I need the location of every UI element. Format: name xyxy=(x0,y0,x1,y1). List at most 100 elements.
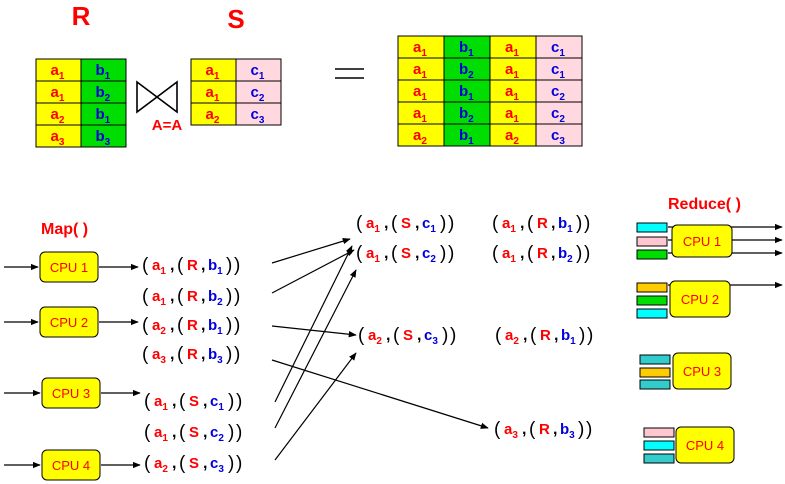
pair-key: a1 xyxy=(366,245,380,265)
paren: ( xyxy=(177,344,184,365)
join-result-cell-value: c2 xyxy=(551,105,565,125)
paren: ) xyxy=(440,213,446,234)
join-result-cell-value: c2 xyxy=(551,83,565,103)
join-result-cell-value: b1 xyxy=(459,127,474,147)
comma: , xyxy=(551,215,555,232)
paren: ) xyxy=(450,325,456,346)
pair-relation: S xyxy=(403,327,413,344)
join-result-cell-value: a2 xyxy=(413,127,427,147)
paren: ) xyxy=(226,286,232,307)
paren: ( xyxy=(179,391,186,412)
dataflow-arrows xyxy=(4,223,783,469)
pair-value: b1 xyxy=(208,317,223,337)
shuffle-arrow xyxy=(271,325,357,338)
pair-key: a3 xyxy=(504,421,518,441)
map-cpu-label: CPU 1 xyxy=(50,260,88,275)
paren: ) xyxy=(234,286,240,307)
paren: ( xyxy=(144,422,151,443)
reduce-cpu-label: CPU 3 xyxy=(683,364,721,379)
relation-s-cell-value: c2 xyxy=(251,84,265,104)
join-result-cell-value: a1 xyxy=(505,83,519,103)
natural-join-icon xyxy=(136,80,178,114)
join-result-cell-value: a1 xyxy=(413,83,427,103)
paren: ) xyxy=(228,453,234,474)
relation-s-cell-value: a1 xyxy=(206,62,220,82)
paren: ( xyxy=(391,243,398,264)
relation-r-cell-value: a1 xyxy=(51,84,65,104)
paren: ( xyxy=(495,325,502,346)
comma: , xyxy=(170,317,174,334)
paren: ( xyxy=(527,213,534,234)
pair-relation: R xyxy=(187,317,198,334)
shuffle-pair: (a2,(S,c3)) xyxy=(358,325,456,347)
shuffle-arrow xyxy=(274,245,353,403)
reduce-label: Reduce( ) xyxy=(668,196,741,213)
reduce-cpu-label: CPU 4 xyxy=(686,438,724,453)
pair-relation: R xyxy=(187,257,198,274)
paren: ) xyxy=(236,391,242,412)
pair-relation: S xyxy=(189,455,199,472)
join-result-cell-value: c1 xyxy=(551,39,565,59)
shuffle-pair: (a1,(S,c2)) xyxy=(356,243,454,265)
reduce-input-block xyxy=(643,453,675,464)
map-label: Map( ) xyxy=(41,221,88,238)
shuffle-pair: (a1,(S,c1)) xyxy=(356,213,454,235)
pair-key: a2 xyxy=(154,455,168,475)
pair-relation: R xyxy=(537,215,548,232)
reduce-cpu-box xyxy=(671,224,733,258)
paren: ( xyxy=(177,286,184,307)
pair-relation: S xyxy=(189,393,199,410)
paren: ) xyxy=(448,243,454,264)
relation-r-cell-value: b3 xyxy=(96,128,111,148)
shuffle-arrow xyxy=(274,352,357,461)
map-cpu-box xyxy=(41,377,101,409)
pair-value: b3 xyxy=(208,346,223,366)
reduce-input-block xyxy=(639,367,671,378)
comma: , xyxy=(201,288,205,305)
shuffle-pair: (a1,(R,b2)) xyxy=(492,243,590,265)
map-output-pair: (a1,(R,b1)) xyxy=(142,255,240,277)
relation-r-cell-value: b2 xyxy=(96,84,111,104)
comma: , xyxy=(520,245,524,262)
comma: , xyxy=(203,455,207,472)
pair-value: c1 xyxy=(210,393,224,413)
paren: ) xyxy=(576,213,582,234)
join-result-cell-value: b2 xyxy=(459,105,474,125)
pair-key: a2 xyxy=(152,317,166,337)
join-result-cell-value: b2 xyxy=(459,61,474,81)
comma: , xyxy=(553,421,557,438)
pair-value: b3 xyxy=(560,421,575,441)
comma: , xyxy=(201,317,205,334)
comma: , xyxy=(170,288,174,305)
comma: , xyxy=(417,327,421,344)
join-result-cell-value: a1 xyxy=(413,39,427,59)
reduce-input-block xyxy=(636,282,668,293)
pair-relation: R xyxy=(187,346,198,363)
paren: ( xyxy=(530,325,537,346)
paren: ( xyxy=(179,422,186,443)
comma: , xyxy=(384,215,388,232)
comma: , xyxy=(170,346,174,363)
join-result-cell-value: c1 xyxy=(551,61,565,81)
pair-value: c3 xyxy=(210,455,224,475)
paren: ) xyxy=(228,391,234,412)
paren: ) xyxy=(576,243,582,264)
join-result-cell-value: b1 xyxy=(459,83,474,103)
join-result-cell xyxy=(535,123,583,147)
map-output-pair: (a1,(R,b2)) xyxy=(142,286,240,308)
paren: ) xyxy=(586,419,592,440)
reduce-cpu-label: CPU 2 xyxy=(681,292,719,307)
shuffle-arrow xyxy=(274,269,357,429)
relation-r-cell-value: b1 xyxy=(96,106,111,126)
pair-value: b1 xyxy=(208,257,223,277)
comma: , xyxy=(201,346,205,363)
pair-relation: S xyxy=(401,215,411,232)
comma: , xyxy=(203,424,207,441)
join-result-cell-value: b1 xyxy=(459,39,474,59)
map-cpu-label: CPU 4 xyxy=(52,458,90,473)
paren: ) xyxy=(584,243,590,264)
